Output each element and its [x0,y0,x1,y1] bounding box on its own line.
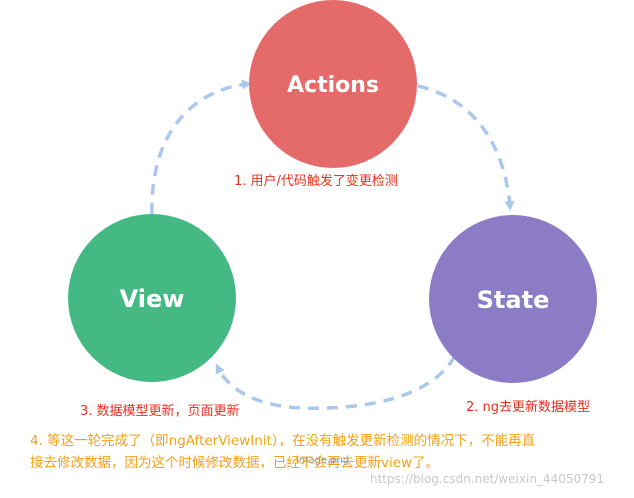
state-circle [429,215,597,383]
view-node: View [68,214,236,382]
arrow-actions-to-state [417,84,515,211]
actions-circle [249,0,417,168]
view-circle [68,214,236,382]
watermark: https://blog.csdn.net/weixin_44050791 [370,472,605,486]
state-node: State [429,215,597,383]
actions-label: Actions [287,73,379,98]
image-caption: image.png [296,455,350,466]
step-4-note: 4. 等这一轮完成了（即ngAfterViewInit），在没有触发更新检测的情… [30,430,630,474]
arrow-state-to-view [215,355,457,410]
actions-node: Actions [249,0,417,168]
arrow-view-to-actions [150,79,252,215]
state-label: State [477,286,550,314]
step-4-line-1: 4. 等这一轮完成了（即ngAfterViewInit），在没有触发更新检测的情… [30,433,536,449]
step-4-line-2: 接去修改数据，因为这个时候修改数据，已经不会再去更新view了。 [30,455,440,471]
step-2-note: 2. ng去更新数据模型 [466,400,591,415]
step-1-note: 1. 用户/代码触发了变更检测 [234,174,398,189]
step-3-note: 3. 数据模型更新，页面更新 [80,404,240,419]
view-label: View [120,285,185,313]
